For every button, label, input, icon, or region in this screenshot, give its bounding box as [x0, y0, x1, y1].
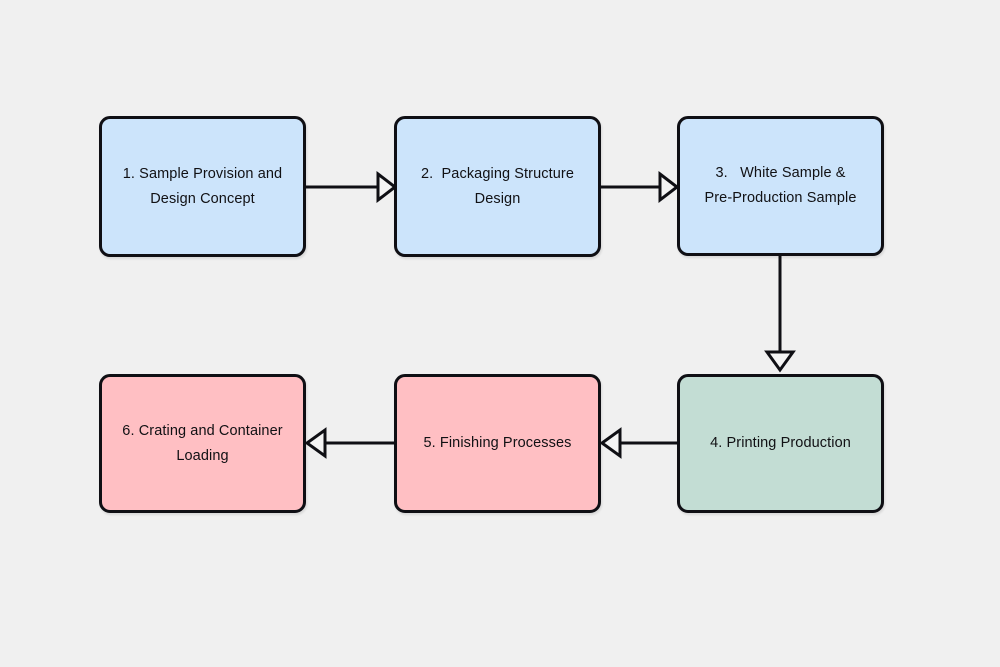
- process-node-5[interactable]: 5. Finishing Processes: [394, 374, 601, 513]
- process-node-6[interactable]: 6. Crating and Container Loading: [99, 374, 306, 513]
- process-node-6-label: 6. Crating and Container Loading: [122, 422, 283, 464]
- process-node-4[interactable]: 4. Printing Production: [677, 374, 884, 513]
- process-node-1[interactable]: 1. Sample Provision and Design Concept: [99, 116, 306, 257]
- edge-node1-to-node2: [306, 170, 398, 204]
- process-node-5-label: 5. Finishing Processes: [423, 435, 572, 451]
- process-node-3-label: 3. White Sample & Pre-Production Sample: [704, 165, 857, 206]
- edge-node2-to-node3: [601, 170, 680, 204]
- edge-node5-to-node6: [304, 427, 394, 459]
- process-node-4-label: 4. Printing Production: [710, 435, 851, 451]
- edge-node4-to-node5: [599, 427, 677, 459]
- process-node-3[interactable]: 3. White Sample & Pre-Production Sample: [677, 116, 884, 256]
- edge-node3-to-node4: [764, 256, 796, 373]
- process-node-2[interactable]: 2. Packaging Structure Design: [394, 116, 601, 257]
- process-node-2-label: 2. Packaging Structure Design: [420, 165, 575, 207]
- process-node-1-label: 1. Sample Provision and Design Concept: [122, 165, 283, 207]
